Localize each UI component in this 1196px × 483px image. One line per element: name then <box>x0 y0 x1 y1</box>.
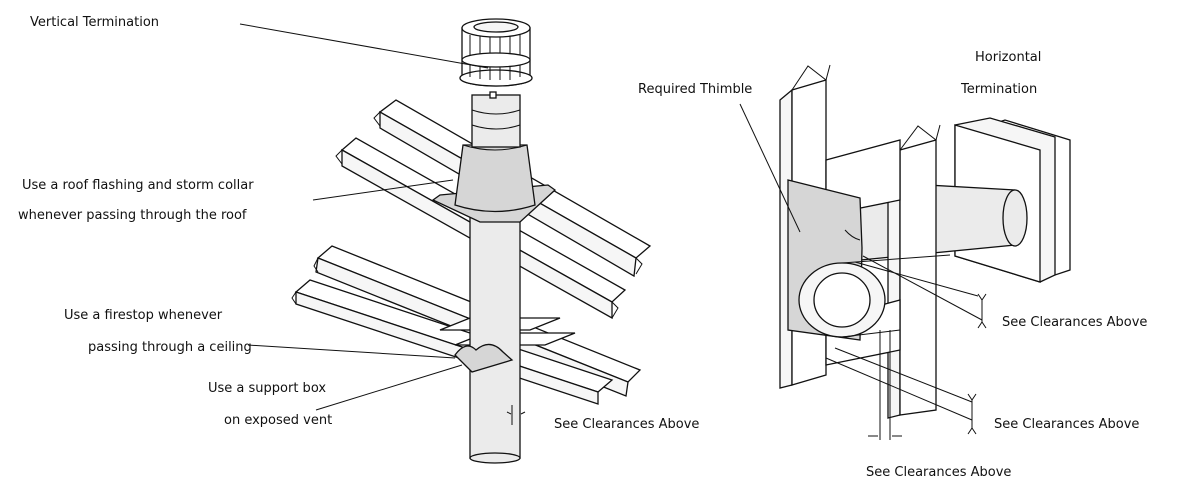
firestop <box>454 343 514 373</box>
leader-lines-left <box>239 23 489 411</box>
label-clearance-right-mid: See Clearances Above <box>994 417 1139 432</box>
label-support-box-line1: Use a support box <box>208 381 326 396</box>
label-firestop-line2: passing through a ceiling <box>88 340 252 355</box>
horizontal-installation <box>779 64 1071 419</box>
label-horizontal-termination-line1: Horizontal <box>975 50 1041 65</box>
wall-stud-right <box>899 139 937 416</box>
leader-lines-right <box>739 103 987 440</box>
label-support-box-line2: on exposed vent <box>224 413 332 428</box>
storm-collar <box>454 144 536 213</box>
label-roof-flashing-line2: whenever passing through the roof <box>18 208 247 223</box>
label-vertical-termination: Vertical Termination <box>30 15 159 30</box>
label-roof-flashing-line1: Use a roof flashing and storm collar <box>22 178 254 193</box>
label-clearance-right-top: See Clearances Above <box>1002 315 1147 330</box>
vertical-termination-cap <box>459 18 533 87</box>
label-clearance-right-bottom: See Clearances Above <box>866 465 1011 480</box>
label-clearance-vertical: See Clearances Above <box>554 417 699 432</box>
label-horizontal-termination-line2: Termination <box>960 82 1037 97</box>
vertical-installation <box>291 18 652 464</box>
label-required-thimble: Required Thimble <box>638 82 752 97</box>
label-firestop-line1: Use a firestop whenever <box>64 308 223 323</box>
